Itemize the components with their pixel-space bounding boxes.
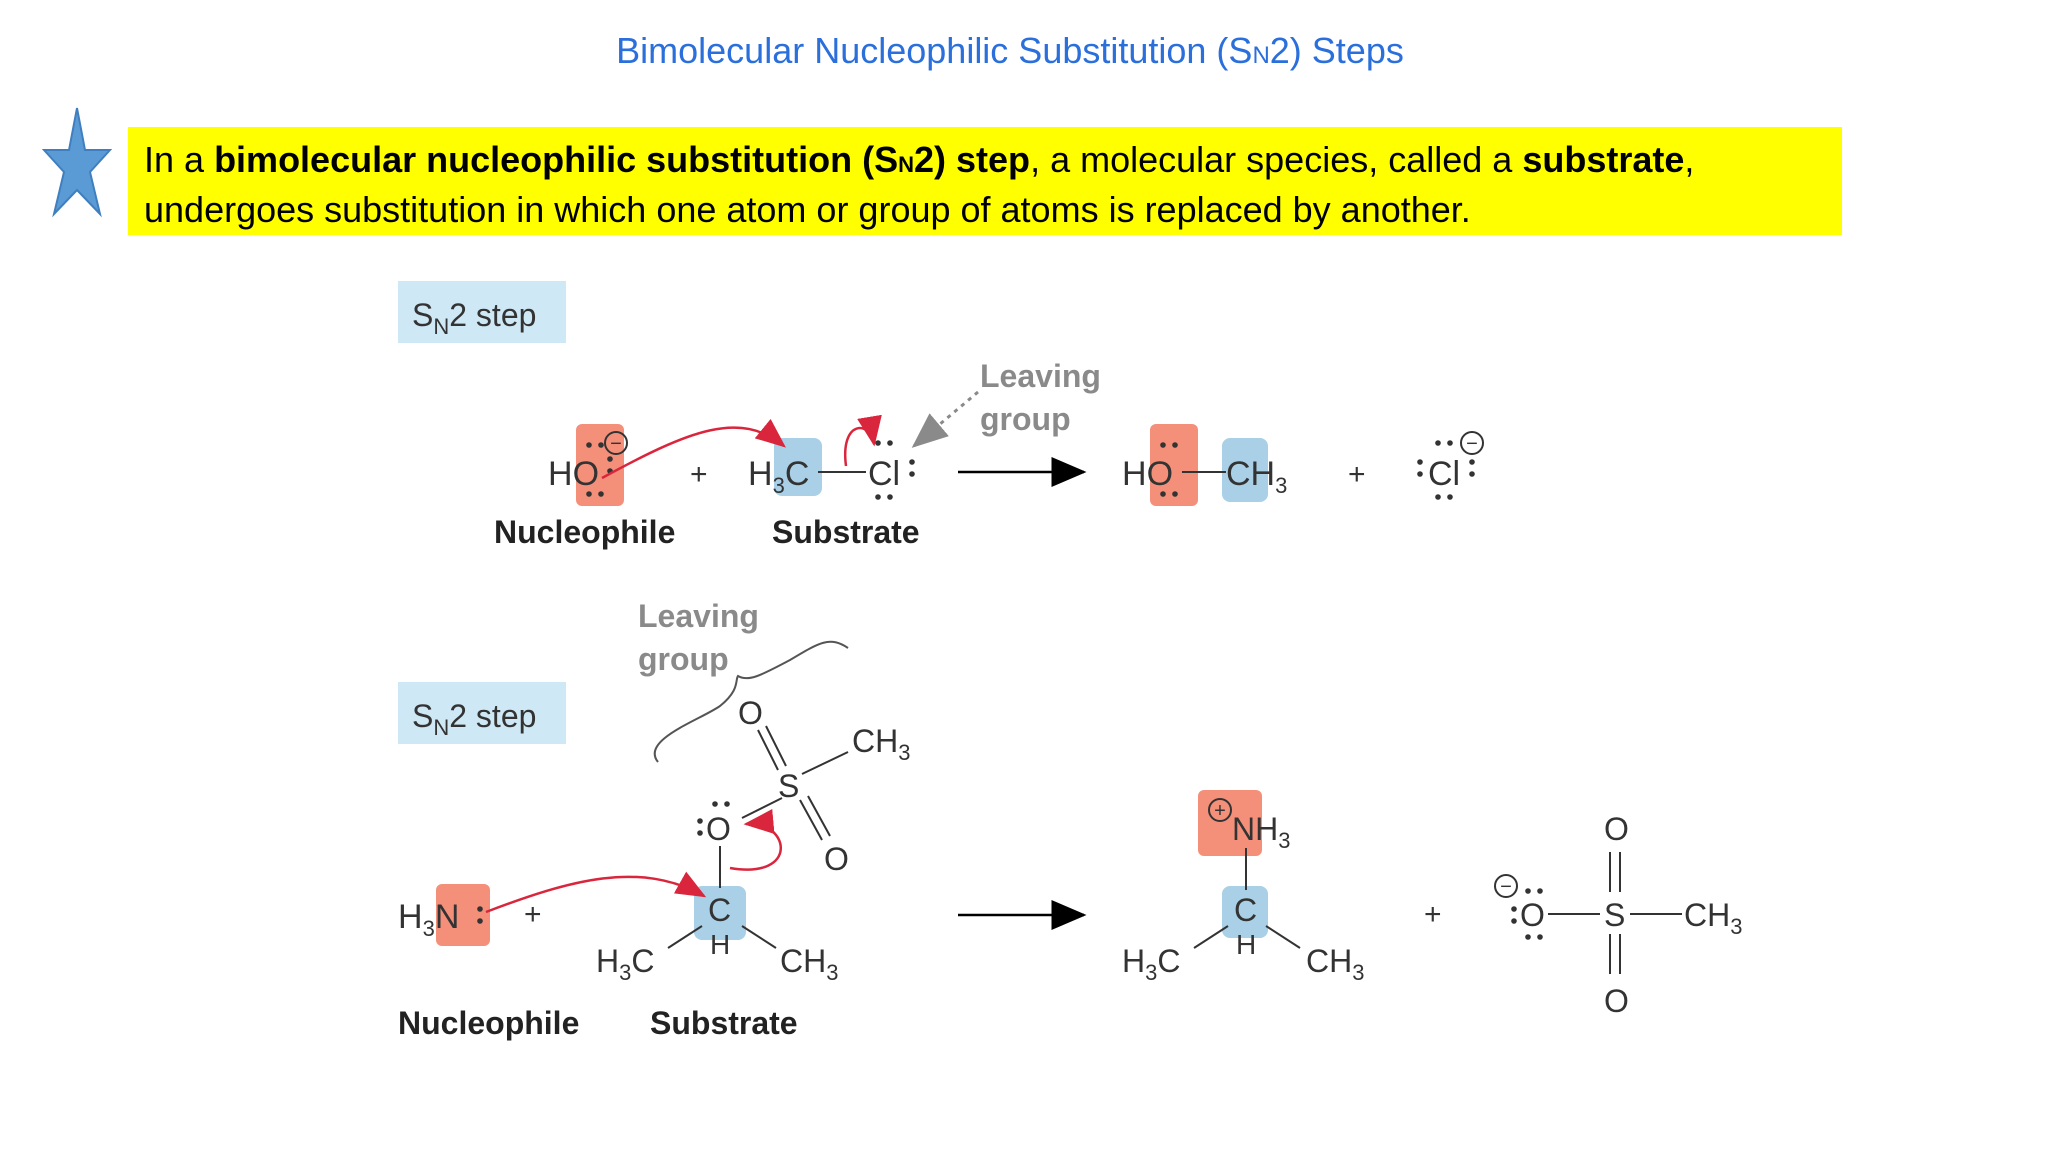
attack-arrow-2 — [485, 871, 707, 914]
svg-text:group: group — [980, 401, 1071, 437]
substrate-label-1: Substrate — [772, 514, 920, 550]
svg-text:CH3: CH3 — [780, 943, 838, 985]
product-carbon-highlight-2 — [1222, 886, 1268, 938]
leaving-group-brace — [653, 640, 849, 763]
svg-text:C: C — [708, 892, 731, 928]
svg-text:+: + — [524, 898, 542, 931]
definition-box: In a bimolecular nucleophilic substituti… — [128, 127, 1842, 235]
svg-text:CH3: CH3 — [1226, 455, 1287, 498]
attack-arrow — [601, 418, 786, 480]
svg-text:+: + — [1214, 800, 1226, 822]
reaction-1: HO − + H3C Cl Leaving group HO — [494, 358, 1484, 550]
svg-text:group: group — [638, 641, 729, 677]
svg-text:C: C — [1234, 892, 1257, 928]
leaving-arrow — [843, 414, 882, 467]
svg-text:CH3: CH3 — [852, 723, 910, 765]
svg-text:+: + — [1348, 458, 1366, 491]
svg-text:S: S — [1604, 897, 1625, 933]
substrate-carbon-highlight-2 — [694, 886, 746, 940]
ammonium-highlight — [1198, 790, 1262, 856]
ammonium-product: NH3 — [1232, 811, 1290, 853]
leaving-group-label-2: Leaving — [638, 598, 759, 634]
product-carbon-highlight — [1222, 438, 1268, 502]
svg-text:O: O — [824, 841, 849, 877]
nucleophile-highlight-2 — [436, 884, 490, 946]
svg-text:O: O — [706, 811, 731, 847]
reaction-2: Leaving group H3N + O S CH3 O O C H H3C — [398, 598, 1742, 1041]
svg-text:−: − — [1500, 876, 1512, 898]
substrate-carbon-highlight — [774, 438, 822, 496]
chloride-ion: Cl — [1428, 455, 1460, 493]
svg-text:O: O — [738, 695, 763, 731]
star-icon — [42, 107, 112, 218]
plus-sign: + — [690, 458, 708, 491]
svg-text:H: H — [710, 929, 730, 960]
svg-text:SN2 step: SN2 step — [412, 698, 536, 740]
svg-text:CH3: CH3 — [1306, 943, 1364, 985]
svg-text:H3C: H3C — [596, 943, 654, 985]
substrate-label-2: Substrate — [650, 1005, 798, 1041]
svg-text:Cl: Cl — [868, 455, 900, 493]
leaving-arrow-2 — [729, 809, 782, 871]
sn2-badge-2: SN2 step — [398, 682, 566, 744]
hydroxide: HO — [548, 455, 599, 493]
methyl-chloride: H3C — [748, 455, 809, 498]
methanesulfonate-ion: O — [1520, 897, 1545, 933]
page-title: Bimolecular Nucleophilic Substitution (S… — [616, 30, 1404, 71]
methanol-product: HO — [1122, 455, 1173, 493]
svg-text:H: H — [1236, 929, 1256, 960]
svg-text:SN2 step: SN2 step — [412, 297, 536, 339]
sn2-badge-1: SN2 step — [398, 281, 566, 343]
ammonia: H3N — [398, 898, 459, 941]
nucleophile-label-2: Nucleophile — [398, 1005, 579, 1041]
svg-text:−: − — [610, 433, 622, 455]
svg-text:H3C: H3C — [1122, 943, 1180, 985]
leaving-group-label-1: Leaving — [980, 358, 1101, 394]
nucleophile-label-1: Nucleophile — [494, 514, 675, 550]
svg-text:O: O — [1604, 811, 1629, 847]
svg-text:+: + — [1424, 898, 1442, 931]
svg-text:−: − — [1466, 433, 1478, 455]
svg-text:O: O — [1604, 983, 1629, 1019]
svg-text:S: S — [778, 768, 799, 804]
svg-text:CH3: CH3 — [1684, 897, 1742, 939]
